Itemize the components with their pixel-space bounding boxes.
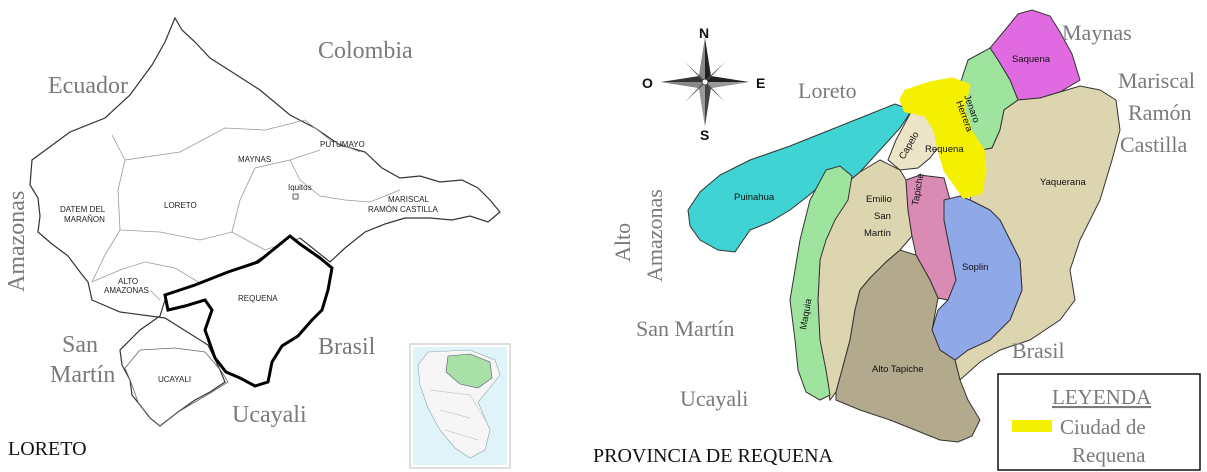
iquitos-marker [292,193,299,200]
label-soplin: Soplin [962,262,988,273]
province-borders [91,119,401,301]
label-san-martin-1: San [62,332,98,358]
district-soplin [931,195,1023,361]
label-putumayo-province: PUTUMAYO [320,140,365,149]
label-mariscal-3: Castilla [1120,132,1187,157]
label-yaquerana: Yaquerana [1040,177,1086,188]
label-datem-2: MARAÑON [64,215,105,224]
label-emilio-3: Martín [864,228,891,239]
label-mariscal-1: MARISCAL [388,195,429,204]
label-mariscal-2: Ramón [1128,100,1192,125]
label-saquena: Saquena [1012,54,1051,65]
compass-o: O [642,75,653,91]
label-emilio-1: Emilio [866,194,892,205]
label-amazonas-left: Amazonas [4,191,30,292]
legend-box: LEYENDA Ciudad de Requena [997,373,1201,471]
label-requena-province: REQUENA [238,294,278,303]
label-requena-district: Requena [925,144,964,155]
left-map-title: LORETO [8,438,87,460]
label-ucayali-province: UCAYALI [158,375,191,384]
label-maquia: Maquia [798,297,814,330]
legend-title: LEYENDA [1052,385,1152,409]
label-ecuador: Ecuador [48,73,128,99]
legend-item-line2: Requena [1072,443,1146,467]
label-ucayali-left: Ucayali [232,402,307,428]
loreto-outline [29,16,501,427]
label-datem-1: DATEM DEL [60,205,106,214]
label-puinahua: Puinahua [734,192,775,203]
label-ucayali-right: Ucayali [680,386,748,411]
label-loreto-province: LORETO [164,201,197,210]
label-brasil-left: Brasil [318,334,376,360]
label-iquitos: Iquitos [288,183,312,192]
label-maynas-right: Maynas [1062,20,1132,45]
peru-inset-map [409,343,511,469]
label-mariscal-2: RAMÓN CASTILLA [368,205,438,214]
compass-s: S [700,127,709,143]
ucayali-province-outline [124,347,229,427]
label-alto-tapiche: Alto Tapiche [872,364,924,375]
label-san-martin-right: San Martín [636,316,734,341]
label-emilio-2: San [874,211,891,222]
compass-n: N [699,25,709,41]
label-mariscal-1: Mariscal [1118,68,1195,93]
label-amazonas-right: Amazonas [642,189,667,282]
legend-swatch-requena [1012,420,1052,432]
label-alto-amazonas-2: AMAZONAS [104,286,149,295]
label-maynas-province: MAYNAS [238,155,271,164]
requena-highlight-outline [163,234,334,388]
compass-e: E [756,75,765,91]
right-map-title: PROVINCIA DE REQUENA [593,445,834,467]
label-colombia: Colombia [318,38,413,64]
label-san-martin-2: Martín [50,362,115,388]
label-alto-amazonas-1: ALTO [118,277,138,286]
district-alto-tapiche [835,249,981,443]
loreto-map: Colombia Ecuador Amazonas San Martín Uca… [4,16,511,469]
compass-rose [661,38,749,126]
legend-item-line1: Ciudad de [1060,415,1146,439]
label-brasil-right: Brasil [1012,338,1065,363]
requena-province-map: Saquena Jenaro Herrera Requena Capelo Pu… [593,9,1201,471]
label-loreto-right: Loreto [798,78,857,103]
district-requena-highlight [899,77,987,199]
label-alto-right: Alto [610,223,635,262]
district-maquia [789,165,853,401]
